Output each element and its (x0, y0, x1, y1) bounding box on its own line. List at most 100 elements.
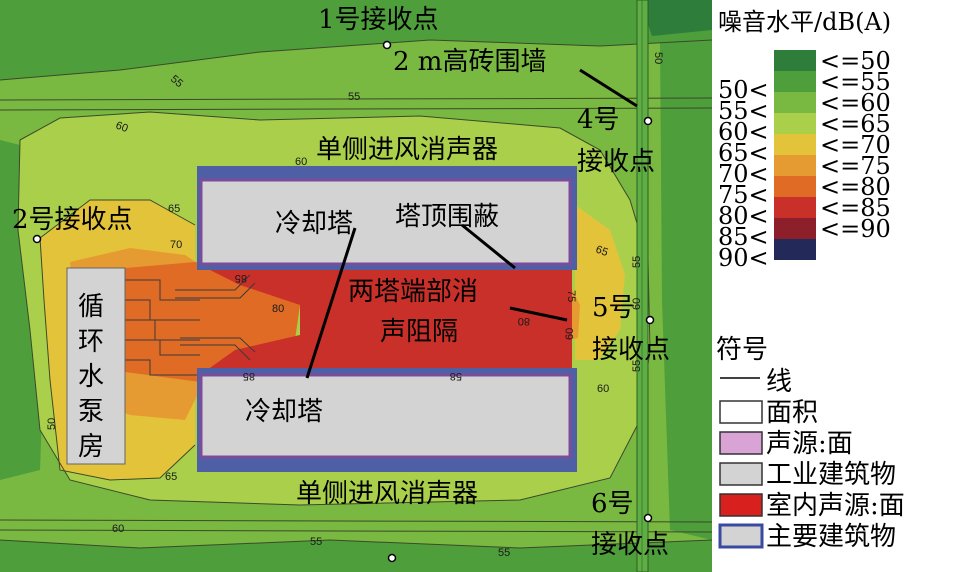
receiver-6-label-line1: 6号 (591, 489, 634, 519)
contour-label: 55 (310, 536, 322, 548)
receiver-1-label: 1号接收点 (318, 5, 439, 35)
contour-label: 60 (631, 298, 643, 310)
noise-contour-map: 55 55 60 65 60 70 80 85 58 85 80 75 50 5… (0, 0, 712, 572)
receiver-2-marker (32, 234, 42, 244)
legend-level-upper: <=50 (820, 47, 891, 75)
contour-label: 60 (564, 328, 576, 340)
legend-level-lower: 65< (718, 139, 769, 167)
contour-label: 80 (518, 315, 530, 327)
contour-label: 58 (450, 370, 462, 382)
pump-house-label-char: 循 (78, 292, 104, 322)
contour-label: 75 (565, 290, 577, 302)
legend-level-lower: 50< (718, 76, 769, 104)
pump-house-label-char: 房 (78, 432, 104, 462)
legend-symbol-swatch (719, 462, 763, 486)
tower-top-label: 冷却塔 (275, 209, 353, 239)
receiver-4-label-line1: 4号 (577, 105, 620, 135)
silencer-top-label: 单侧进风消声器 (316, 135, 498, 165)
wall-label: 2 m高砖围墙 (393, 47, 546, 77)
legend-level-lower: 90< (718, 244, 769, 272)
legend-level-upper: <=70 (820, 131, 891, 159)
receiver-4-marker (643, 116, 653, 126)
contour-label: 85 (235, 272, 247, 284)
legend-swatch (774, 197, 816, 218)
legend-symbol-label: 工业建筑物 (766, 460, 896, 490)
legend-levels: <=5050<<=5555<<=6060<<=6565<<=7070<<=757… (718, 47, 891, 272)
legend-symbol-label: 面积 (766, 398, 818, 428)
legend-symbol-swatch (719, 431, 763, 455)
contour-label: 60 (112, 523, 124, 535)
contour-label: 65 (165, 471, 177, 483)
pump-house-label-char: 泵 (78, 397, 104, 427)
contour-label: 55 (631, 360, 643, 372)
zone-80-85 (200, 265, 572, 375)
legend-swatch (774, 218, 816, 239)
leader-lines (305, 68, 638, 379)
legend-level-lower: 85< (718, 223, 769, 251)
legend-swatch (774, 71, 816, 92)
contour-label: 70 (170, 239, 182, 251)
legend-swatch (774, 239, 816, 260)
contour-label: 80 (272, 303, 284, 315)
receiver-1-marker (382, 40, 392, 50)
receiver-2-label: 2号接收点 (12, 205, 133, 235)
end-barrier-label-line1: 两塔端部消 (348, 277, 478, 307)
legend-level-upper: <=55 (820, 68, 891, 96)
contour-lines (0, 39, 712, 549)
zone-50-55-bottom (0, 540, 712, 572)
legend-swatch (774, 155, 816, 176)
receiver-4-label-line2: 接收点 (577, 147, 655, 177)
contour-label: 55 (498, 547, 510, 559)
legend-level-upper: <=75 (820, 152, 891, 180)
legend-symbol-label: 室内声源:面 (766, 491, 905, 521)
symbols-title: 符号 (716, 335, 768, 365)
receiver-5-label-line2: 接收点 (592, 335, 670, 365)
legend-panel: 噪音水平/dB(A) <=5050<<=5555<<=6060<<=6565<<… (712, 0, 953, 572)
receiver-6-label-line2: 接收点 (591, 530, 669, 560)
receiver-5-label-line1: 5号 (592, 293, 635, 323)
contour-label: 50 (652, 52, 664, 64)
legend-swatch (774, 113, 816, 134)
legend-level-upper: <=80 (820, 173, 891, 201)
zone-50-55-right (660, 40, 712, 540)
tower-bottom-label: 冷却塔 (245, 397, 323, 427)
contour-label: 55 (348, 91, 360, 103)
silencer-bottom-label: 单侧进风消声器 (296, 479, 478, 509)
legend-title: 噪音水平/dB(A) (718, 8, 891, 36)
zone-65-70-right (575, 205, 625, 360)
legend-level-lower: 75< (718, 181, 769, 209)
contour-label: 60 (597, 383, 609, 395)
tower-enclosure-label: 塔顶围蔽 (395, 202, 499, 232)
contour-label: 60 (295, 156, 307, 168)
cooling-tower-top (197, 166, 577, 270)
contour-label: 65 (168, 203, 180, 215)
pump-house-label-char: 环 (78, 327, 104, 357)
legend-swatch (774, 50, 816, 71)
receiver-points (32, 40, 655, 563)
contour-label: 85 (243, 370, 255, 382)
brick-wall (636, 0, 649, 572)
contour-label-group: 55 55 60 65 60 70 80 85 58 85 80 75 50 5… (46, 52, 664, 559)
cooling-tower-bottom (197, 368, 577, 472)
end-barrier-label-line2: 声阻隔 (380, 317, 458, 347)
legend-symbol-swatch (719, 400, 763, 424)
legend-swatch (774, 134, 816, 155)
legend-symbol-label: 声源:面 (766, 429, 853, 459)
legend-level-lower: 55< (718, 97, 769, 125)
legend-level-upper: <=85 (820, 194, 891, 222)
legend-symbol-swatch (719, 493, 763, 517)
contour-label: 50 (46, 418, 58, 430)
receiver-extra-marker (387, 553, 397, 563)
legend-level-lower: 70< (718, 160, 769, 188)
contour-label: 65 (594, 244, 610, 259)
legend-level-lower: 60< (718, 118, 769, 146)
legend-swatch (774, 92, 816, 113)
receiver-6-marker (643, 513, 653, 523)
legend-symbol-label: 线 (766, 367, 792, 397)
contour-label: 60 (114, 120, 130, 135)
legend-swatch (774, 176, 816, 197)
pump-house (66, 267, 126, 465)
receiver-5-marker (645, 315, 655, 325)
legend-level-upper: <=90 (820, 215, 891, 243)
